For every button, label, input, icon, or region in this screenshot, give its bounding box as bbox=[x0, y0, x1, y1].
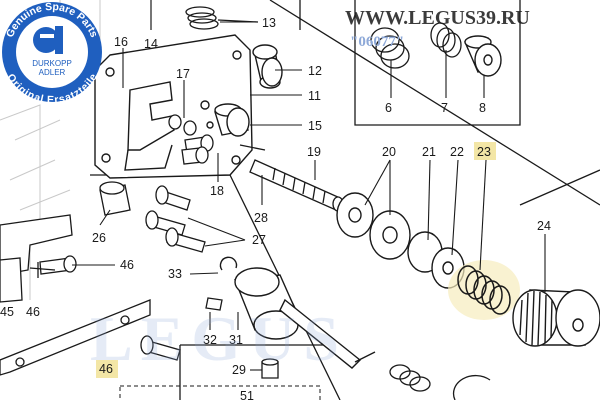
part-26 bbox=[99, 181, 131, 216]
highlight-46 bbox=[96, 360, 118, 378]
badge-brand-line1: DURKOPP bbox=[32, 59, 72, 68]
part-label-8: 8 bbox=[479, 101, 486, 115]
spring-part-23 bbox=[448, 260, 520, 320]
leader-lines bbox=[72, 21, 546, 371]
bracket-part-45 bbox=[0, 214, 73, 303]
part-label-16: 16 bbox=[114, 35, 128, 49]
part-label-14: 14 bbox=[144, 37, 158, 51]
part-label-12: 12 bbox=[308, 64, 322, 78]
screw-part-18 bbox=[181, 134, 214, 165]
part-label-19: 19 bbox=[307, 145, 321, 159]
part-labels: 13 14 16 17 12 11 6 7 8 15 18 19 20 21 2… bbox=[0, 16, 551, 400]
part-label-22: 22 bbox=[450, 145, 464, 159]
part-label-23: 23 bbox=[477, 145, 491, 159]
watermark-code: "06077" bbox=[350, 34, 404, 50]
cylinder-part-12 bbox=[252, 44, 283, 89]
part-label-21: 21 bbox=[422, 145, 436, 159]
tension-post-part-31 bbox=[234, 267, 376, 369]
part-label-11: 11 bbox=[308, 89, 321, 103]
spring-part-6 bbox=[370, 27, 410, 69]
part-label-29: 29 bbox=[232, 363, 246, 377]
part-label-24: 24 bbox=[537, 219, 551, 233]
watermark-bottom: LEGUS bbox=[90, 303, 347, 374]
part-label-33: 33 bbox=[168, 267, 182, 281]
part-label-26: 26 bbox=[92, 231, 106, 245]
part-label-32: 32 bbox=[203, 333, 217, 347]
badge-brand-line2: ADLER bbox=[39, 68, 66, 77]
durkopp-adler-logo: Genuine Spare Parts Original Ersatzteile… bbox=[2, 1, 102, 106]
part-label-6: 6 bbox=[385, 101, 392, 115]
part-label-7: 7 bbox=[441, 101, 448, 115]
tension-discs-part-20 bbox=[336, 192, 411, 260]
part-label-28: 28 bbox=[254, 211, 268, 225]
part-label-17: 17 bbox=[176, 67, 190, 81]
knurled-knob-part-24 bbox=[512, 289, 600, 347]
screw-part-46 bbox=[29, 255, 77, 278]
part-label-31: 31 bbox=[229, 333, 243, 347]
part-label-45: 45 bbox=[0, 305, 14, 319]
part-label-27: 27 bbox=[252, 233, 266, 247]
watermark-site: WWW.LEGUS39.RU bbox=[345, 7, 530, 29]
watermark: WWW.LEGUS39.RU "06077" LEGUS bbox=[90, 7, 530, 374]
knob-part-8 bbox=[464, 35, 502, 77]
inset-box bbox=[119, 385, 321, 400]
lower-plate bbox=[0, 299, 151, 376]
part-label-51: 51 bbox=[240, 389, 254, 400]
washer-part-17 bbox=[168, 114, 197, 136]
part-label-20: 20 bbox=[382, 145, 396, 159]
clip-part-33 bbox=[219, 256, 238, 271]
part-label-46-a: 46 bbox=[120, 258, 134, 272]
part-label-46-c: 46 bbox=[99, 362, 113, 376]
cylinder-part-15 bbox=[214, 103, 250, 137]
screw-part-46-bottom bbox=[140, 335, 181, 361]
bottom-spring bbox=[389, 364, 491, 400]
part-label-15: 15 bbox=[308, 119, 322, 133]
adler-emblem bbox=[33, 26, 63, 54]
part-label-46-b: 46 bbox=[26, 305, 40, 319]
part-label-13: 13 bbox=[262, 16, 276, 30]
shaft-part-19 bbox=[239, 144, 344, 212]
spring-part-13 bbox=[185, 6, 259, 30]
screw-part-27 bbox=[145, 185, 206, 253]
setscrew-part-32 bbox=[205, 297, 223, 311]
setscrew-part-29 bbox=[261, 358, 279, 379]
highlight-23 bbox=[474, 142, 496, 160]
part-label-18: 18 bbox=[210, 184, 224, 198]
